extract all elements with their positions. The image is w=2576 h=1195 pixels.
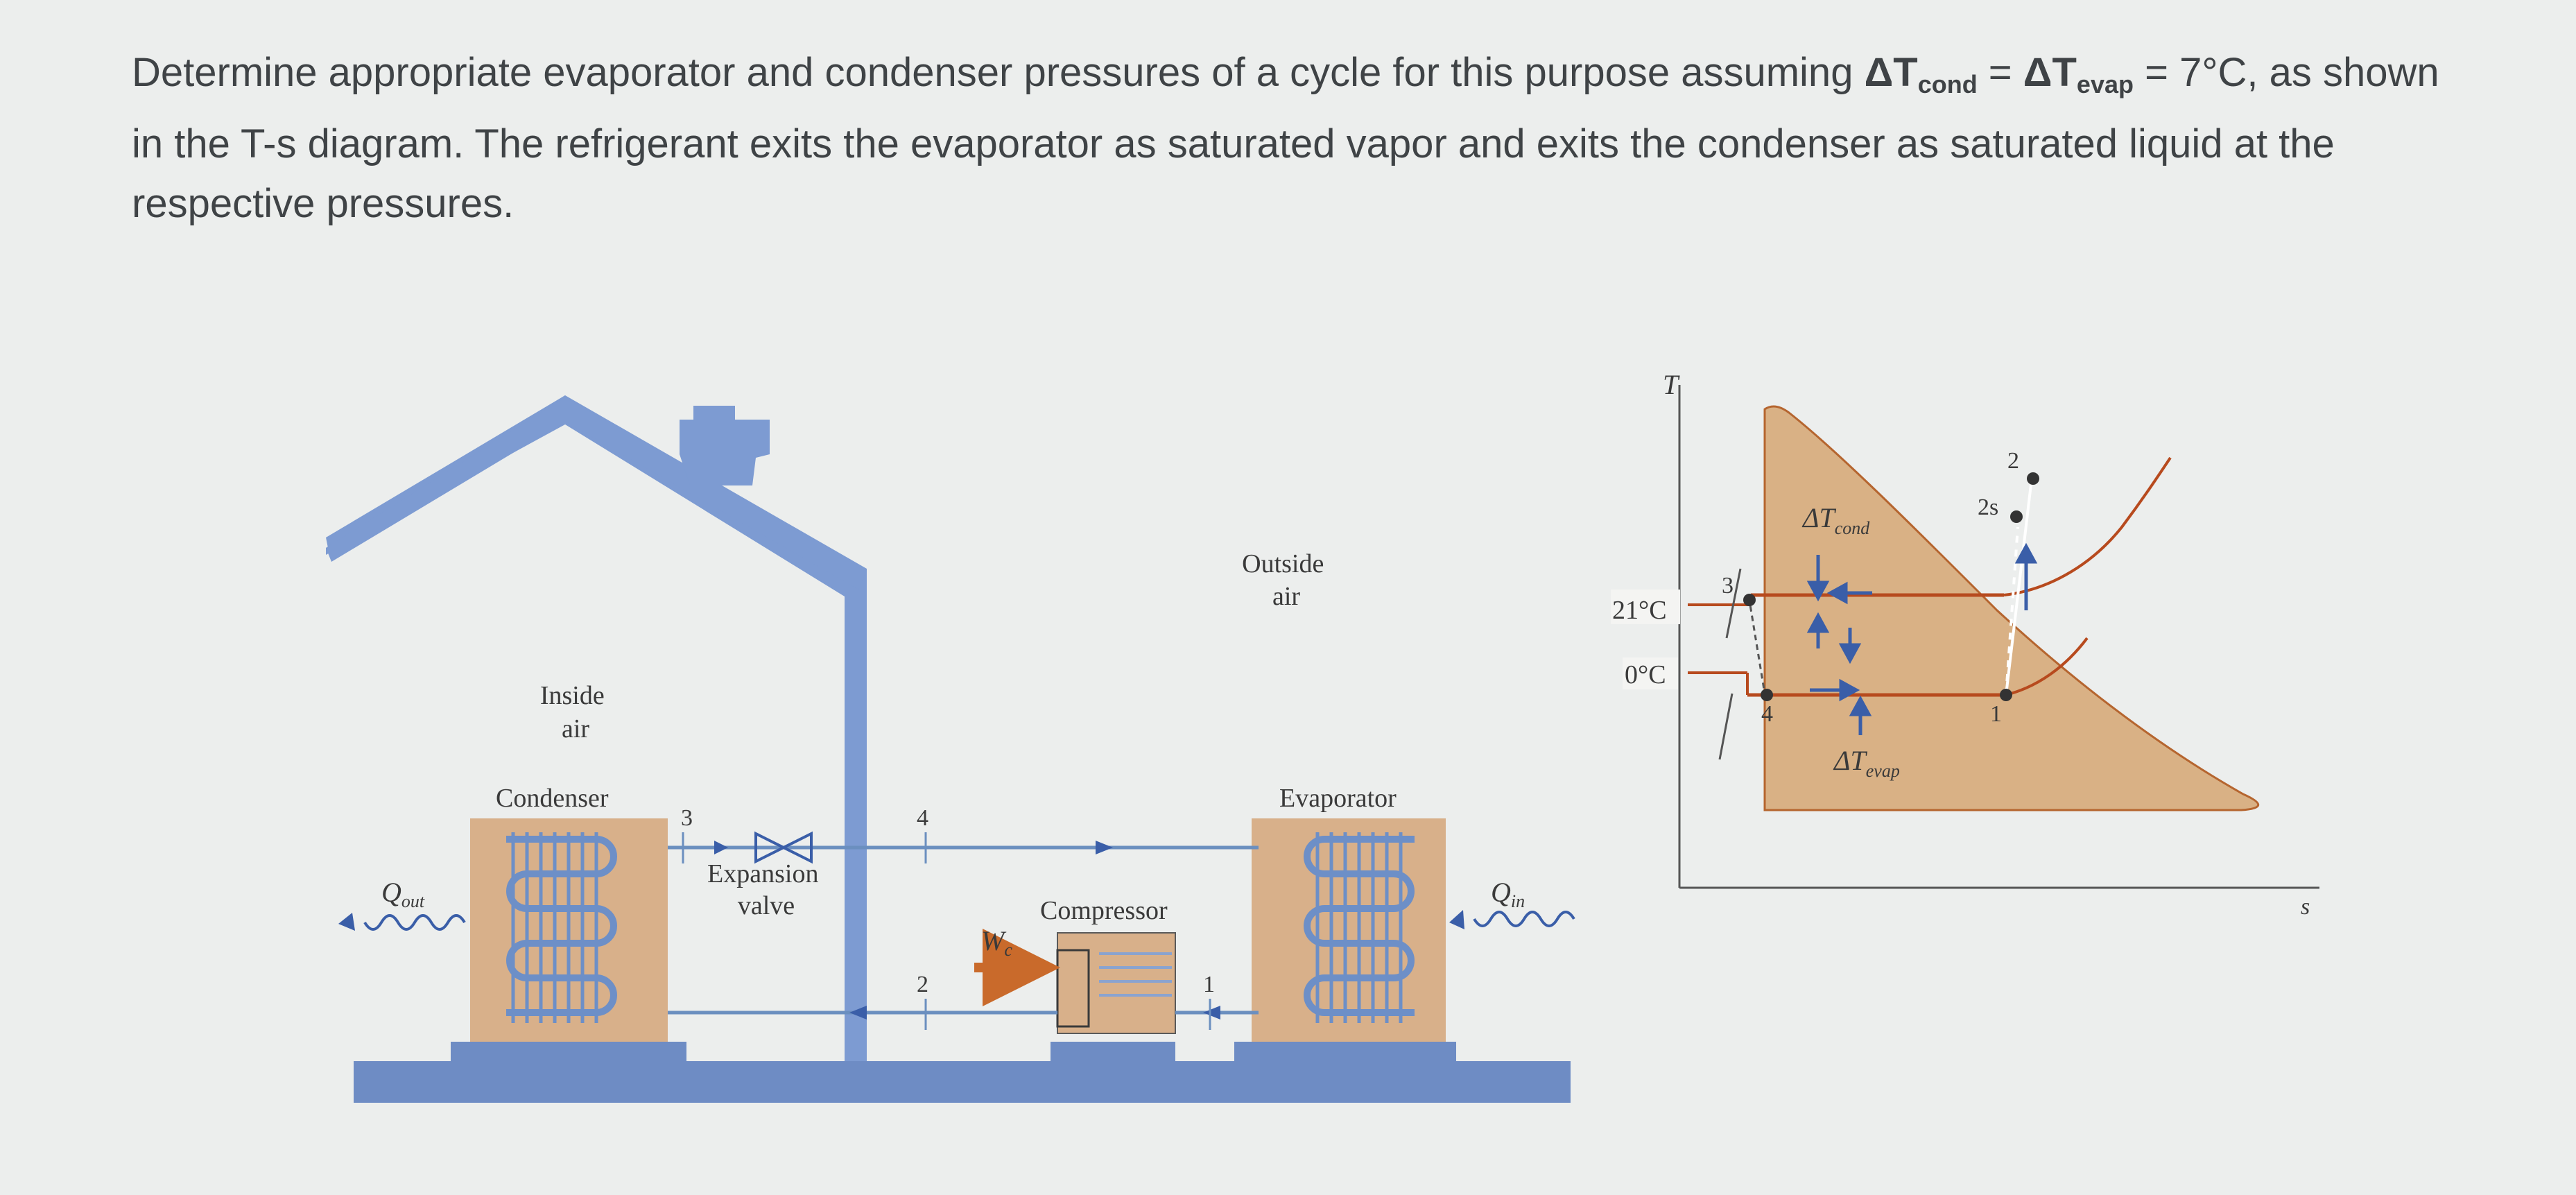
w-c-label: Wc (981, 925, 1012, 960)
roof-main (326, 397, 867, 590)
state-1-label: 1 (1203, 972, 1215, 997)
condenser-label: Condenser (496, 784, 609, 813)
state-4-label: 4 (917, 805, 928, 831)
flow-arrows (714, 841, 1220, 1020)
pt-2s-label: 2s (1978, 495, 1998, 520)
s-axis-label: s (2301, 894, 2310, 920)
delta-t-evap-label: ΔTevap (1833, 745, 1900, 781)
house-diagram: Inside air Outside air Condenser Evapora… (326, 395, 1575, 1103)
evap-subscript: evap (2076, 70, 2134, 98)
problem-statement: Determine appropriate evaporator and con… (132, 43, 2503, 234)
point-2 (2027, 472, 2039, 485)
expansion-valve-symbol (754, 831, 813, 864)
pt-3-label: 3 (1722, 573, 1734, 599)
condenser-base (451, 1042, 686, 1063)
equals-value: = 7°C, as shown (2133, 50, 2439, 95)
inside-air-label: Inside air (540, 681, 611, 743)
q-in-squiggle (1473, 911, 1575, 927)
point-2s (2010, 510, 2023, 523)
state-3-label: 3 (681, 805, 693, 831)
q-out-label: Qout (381, 877, 425, 911)
chimney (680, 406, 770, 485)
t-axis-label: T (1663, 369, 1680, 400)
temp-0C-label: 0°C (1625, 660, 1666, 689)
question-line2: in the T-s diagram. The refrigerant exit… (132, 121, 2335, 166)
expansion-process (1747, 596, 1766, 694)
ground-line (354, 1061, 1571, 1103)
sat-liquid-line (1718, 693, 1734, 760)
delta-t-arrows (1806, 542, 2038, 735)
compressor-label: Compressor (1040, 896, 1168, 925)
pt-2-label: 2 (2007, 448, 2019, 474)
evaporator-unit (1252, 818, 1446, 1042)
q-out-arrowhead (338, 913, 355, 931)
delta-t-evap-symbol: ΔT (2023, 50, 2077, 95)
pt-1-label: 1 (1990, 701, 2002, 727)
cond-subscript: cond (1917, 70, 1978, 98)
q-in-label: Qin (1491, 877, 1525, 911)
dome-fill (1763, 405, 2260, 811)
evaporator-label: Evaporator (1279, 784, 1397, 813)
delta-t-cond-label: ΔTcond (1801, 502, 1870, 538)
compression-actual (2005, 478, 2033, 696)
delta-t-cond-symbol: ΔT (1864, 50, 1918, 95)
expansion-valve-label: Expansion valve (707, 859, 825, 920)
outside-air-label: Outside air (1242, 549, 1331, 611)
q-in-arrowhead (1449, 910, 1464, 929)
temp-21C-label: 21°C (1612, 596, 1667, 625)
state-2-label: 2 (917, 972, 928, 997)
question-line3: respective pressures. (132, 181, 515, 226)
q-out-squiggle (363, 914, 466, 931)
point-4 (1761, 689, 1773, 701)
compressor-base (1051, 1042, 1175, 1063)
sat-liquid-line-2 (1725, 568, 1742, 639)
evap-tail (2005, 637, 2089, 696)
condenser-unit (470, 818, 668, 1042)
state-ticks (682, 832, 1211, 1030)
compressor-unit (1056, 932, 1176, 1034)
ts-diagram: T s (1611, 369, 2319, 920)
point-3 (1743, 594, 1756, 606)
evaporator-base (1234, 1042, 1456, 1063)
question-line1: Determine appropriate evaporator and con… (132, 50, 1865, 95)
pt-4-label: 4 (1761, 701, 1773, 727)
equals-1: = (1977, 50, 2023, 95)
point-1 (2000, 689, 2012, 701)
superheat-curve (2003, 456, 2172, 596)
